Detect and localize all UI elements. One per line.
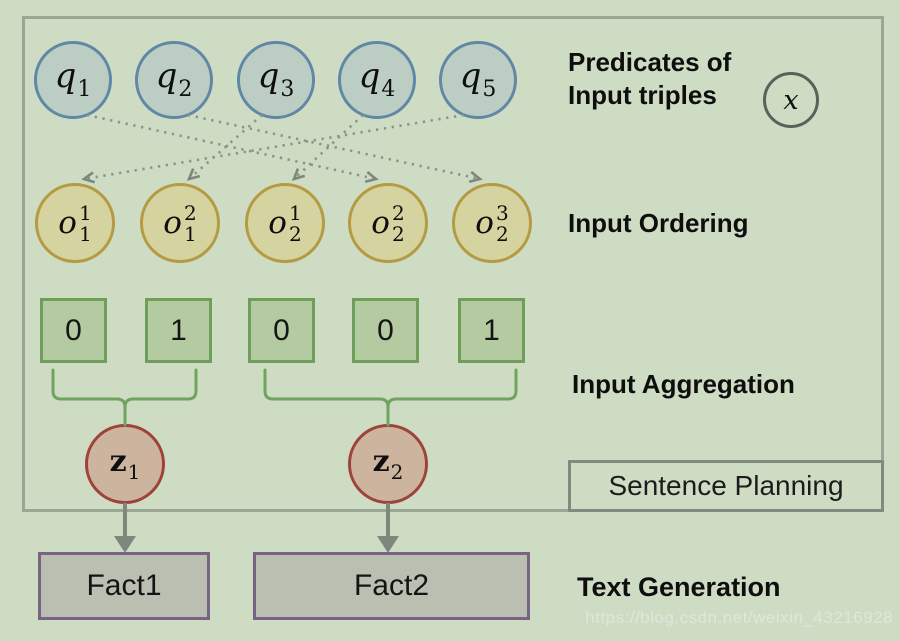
aggregation-bit-3: 0 <box>248 298 315 363</box>
stage-label-aggregation: Input Aggregation <box>572 369 795 399</box>
fact-box-1: Fact1 <box>38 552 210 620</box>
predicate-node-q5: q5 <box>439 41 517 119</box>
predicates-line2: Input triples <box>568 80 717 110</box>
predicates-line1: Predicates of <box>568 47 732 77</box>
predicate-node-q4: q4 <box>338 41 416 119</box>
aggregation-bit-2: 1 <box>145 298 212 363</box>
watermark: https://blog.csdn.net/weixin_43216928 <box>585 608 893 627</box>
plan-node-z1: z1 <box>85 424 165 504</box>
bit-value: 0 <box>273 313 290 347</box>
aggregation-bit-5: 1 <box>458 298 525 363</box>
predicate-label: q5 <box>459 56 497 102</box>
predicate-label: q4 <box>358 56 396 102</box>
aggregation-bit-1: 0 <box>40 298 107 363</box>
predicate-label: q3 <box>257 56 295 102</box>
predicate-label: q1 <box>54 56 92 102</box>
bit-value: 1 <box>170 313 187 347</box>
stage-label-planning: Sentence Planning <box>608 470 844 501</box>
predicate-node-q3: q3 <box>237 41 315 119</box>
x-symbol-circle: x <box>763 72 819 128</box>
predicate-node-q1: q1 <box>34 41 112 119</box>
fact-label: Fact2 <box>353 569 430 602</box>
fact-box-2: Fact2 <box>253 552 530 620</box>
plan-label: z1 <box>109 443 141 484</box>
stage-label-predicates: Predicates of Input triples <box>568 46 731 112</box>
bit-value: 1 <box>483 313 500 347</box>
plan-node-z2: z2 <box>348 424 428 504</box>
diagram-frame <box>22 16 884 512</box>
stage-label-generation: Text Generation <box>577 572 781 602</box>
stage-label-ordering: Input Ordering <box>568 208 749 238</box>
stage-label-planning-box: Sentence Planning <box>568 460 884 512</box>
fact-label: Fact1 <box>86 569 162 602</box>
plan-label: z2 <box>372 443 404 484</box>
x-symbol: x <box>783 84 799 116</box>
predicate-node-q2: q2 <box>135 41 213 119</box>
predicate-label: q2 <box>155 56 193 102</box>
aggregation-bit-4: 0 <box>352 298 419 363</box>
bit-value: 0 <box>65 313 82 347</box>
bit-value: 0 <box>377 313 394 347</box>
